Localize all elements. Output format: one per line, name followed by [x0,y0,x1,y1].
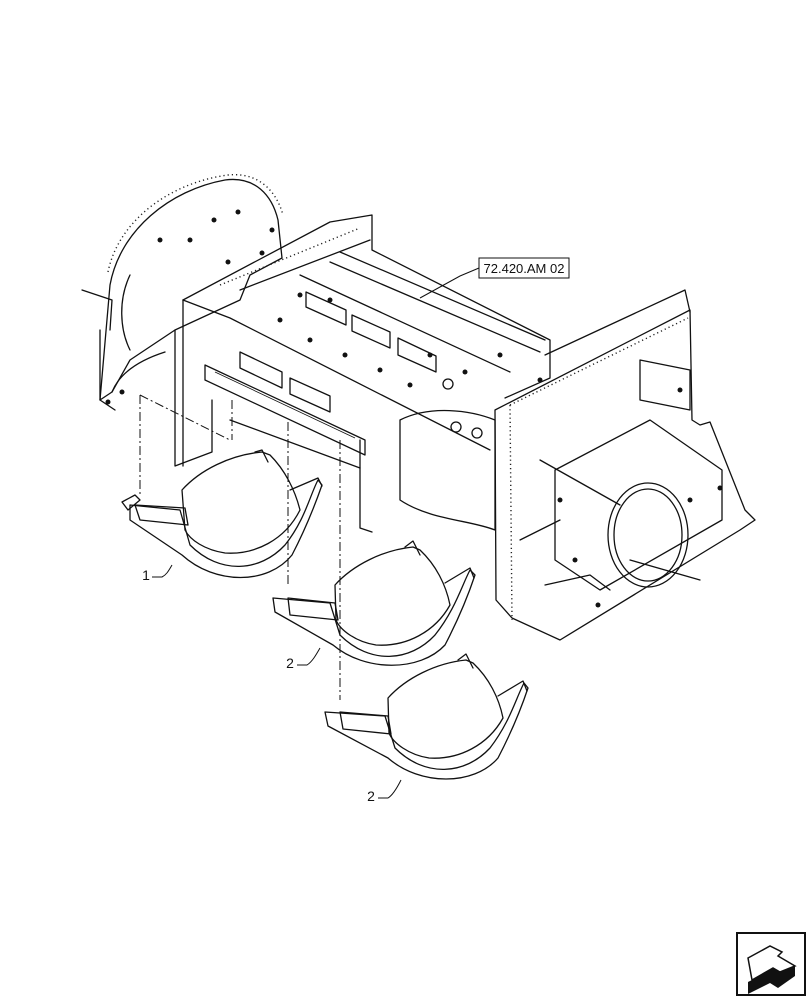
concave-part-1 [121,449,323,579]
reference-label-text: 72.420.AM 02 [484,261,565,276]
callout-2a-number: 2 [286,655,294,671]
right-side-panel [494,289,756,641]
main-beam [182,214,551,467]
callout-1-number: 1 [142,567,150,583]
callout-2a: 2 [286,647,321,671]
rotor-cage-assembly [81,174,756,700]
left-housing [81,174,284,411]
lower-frame [174,329,373,533]
fastener-bolts [105,209,723,608]
callout-2b: 2 [367,779,402,804]
concave-part-2a [272,540,476,666]
internal-grate [399,378,496,531]
next-page-arrow-icon[interactable] [736,932,806,996]
callout-1: 1 [142,564,173,583]
concave-part-2b [324,653,529,780]
reference-label[interactable]: 72.420.AM 02 [419,257,570,299]
assembly-centerlines [139,394,341,700]
callout-2b-number: 2 [367,788,375,804]
